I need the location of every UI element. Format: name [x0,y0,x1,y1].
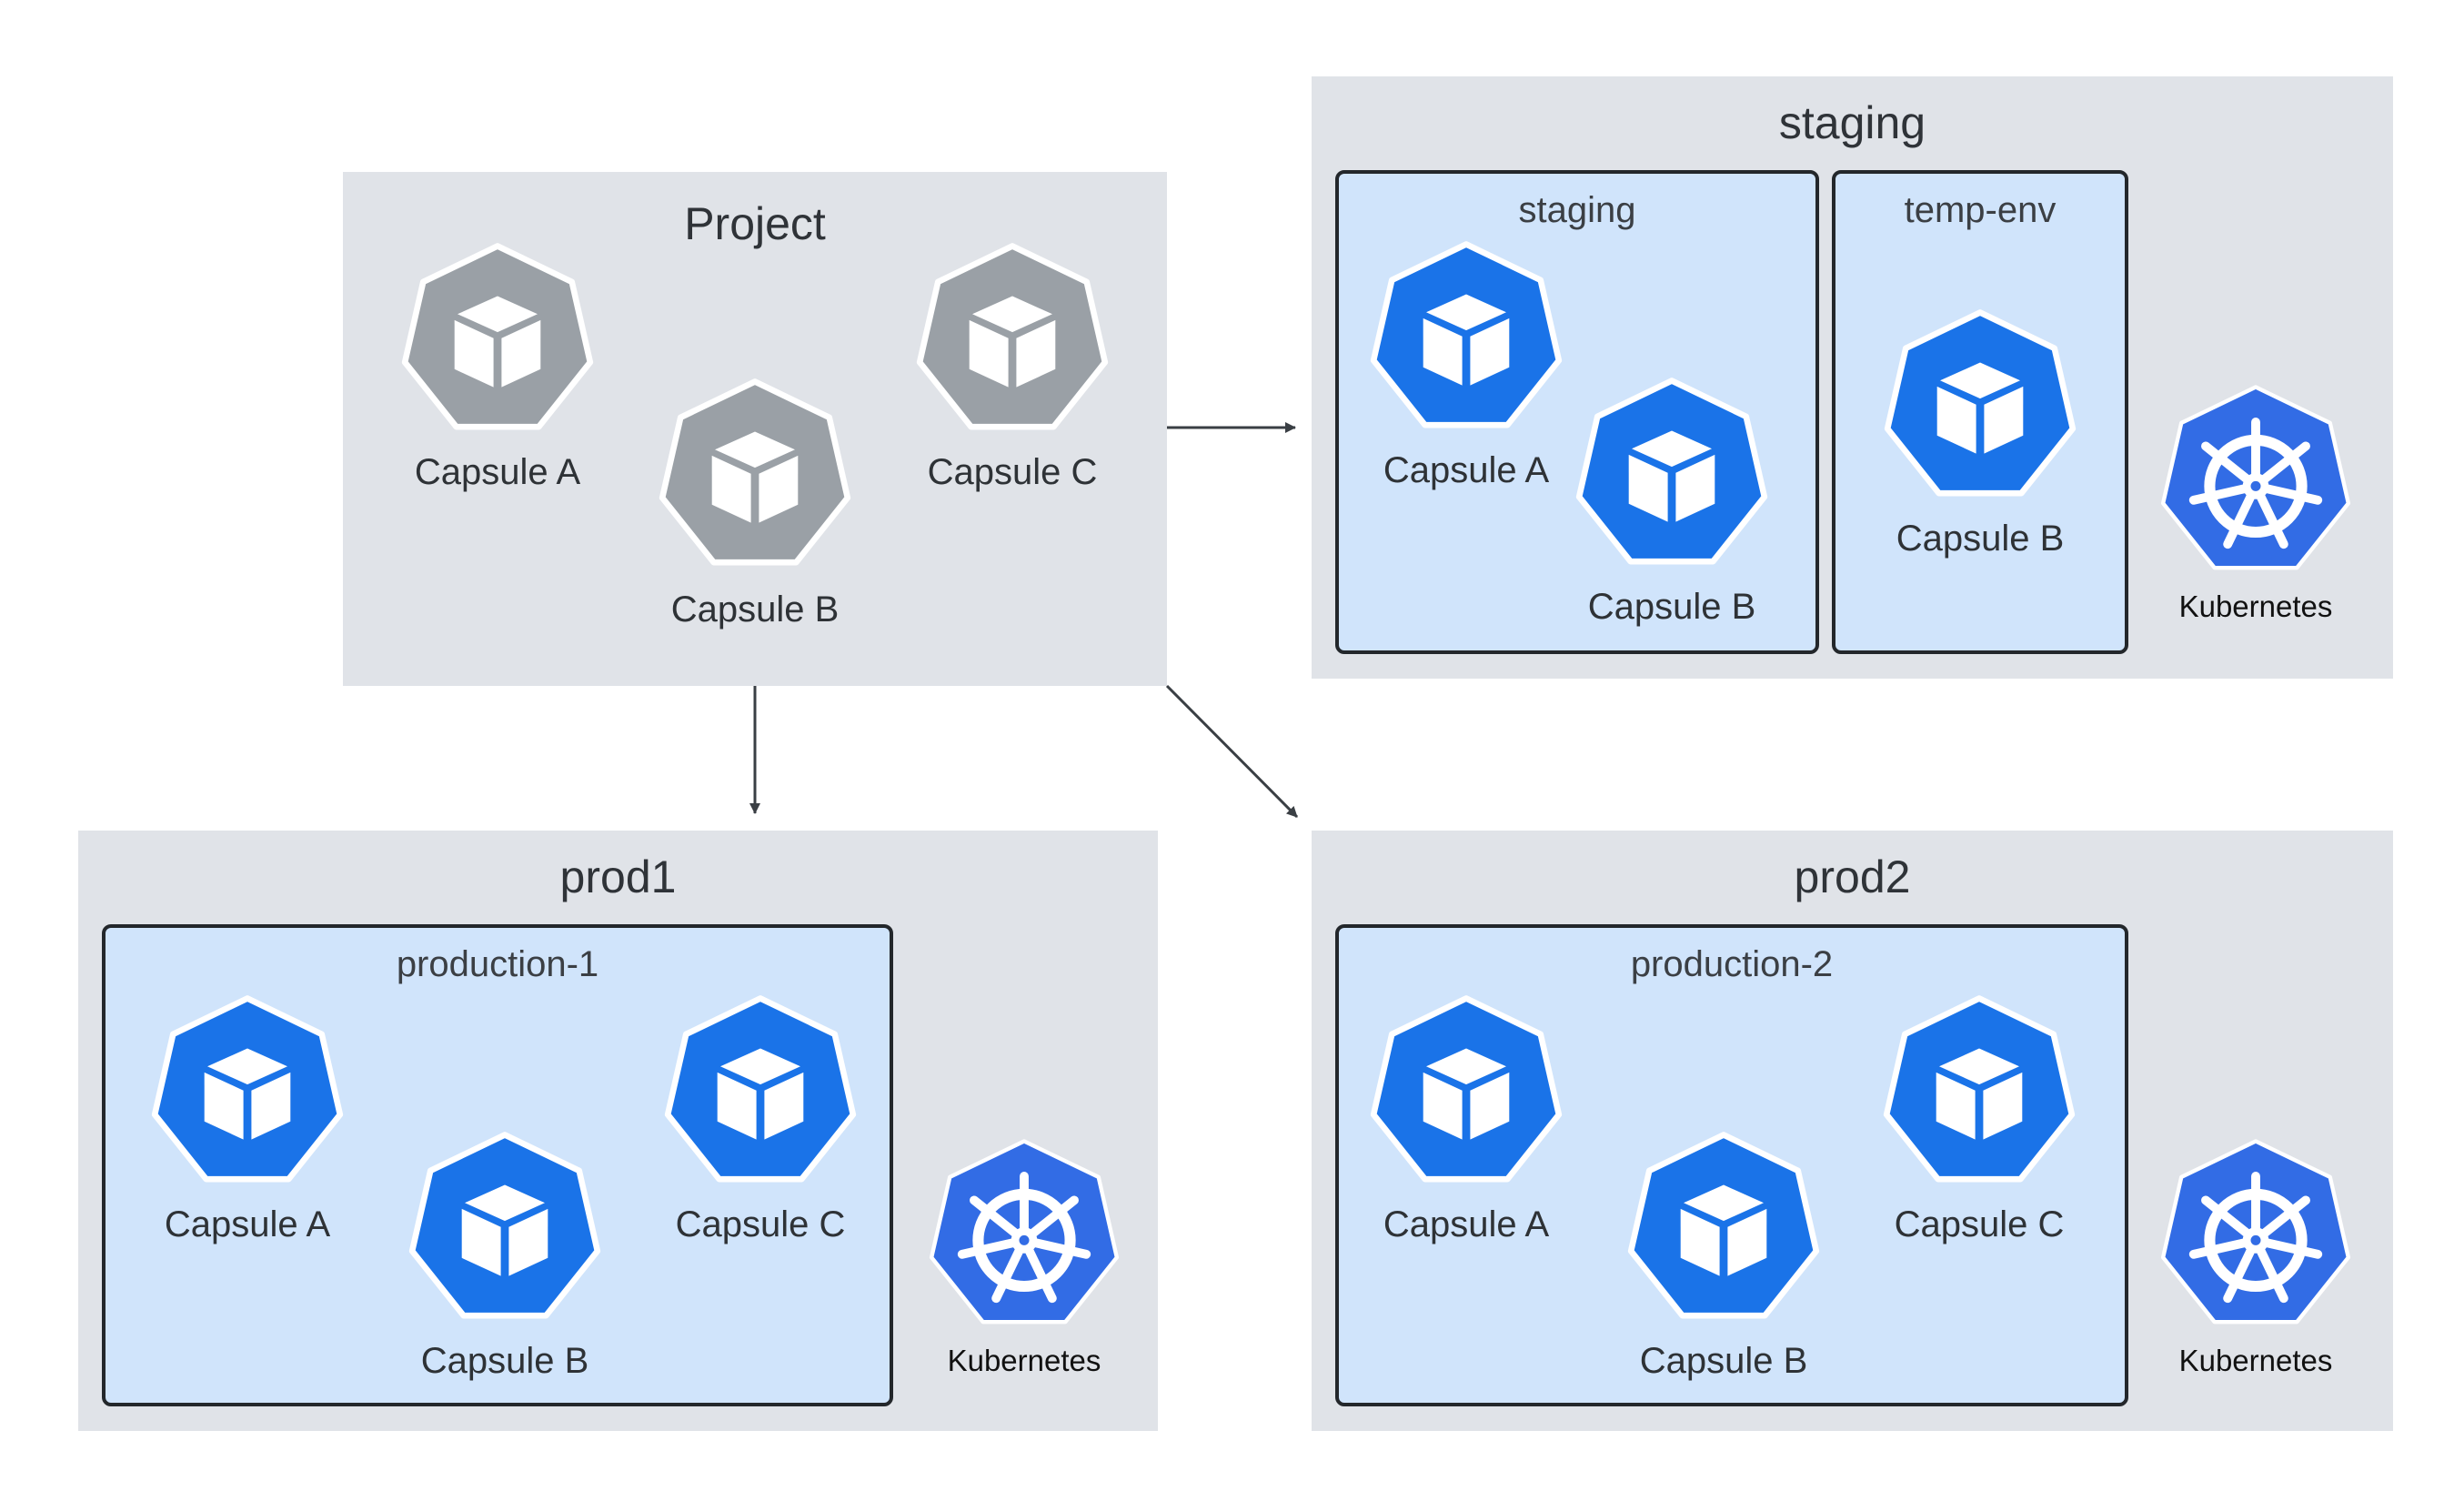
capsule-label: Capsule A [414,452,581,492]
project-capsule-c: Capsule C [903,241,1121,492]
capsule-label: Capsule C [1894,1204,2065,1244]
cube-icon [1366,993,1566,1194]
prod2-kubernetes: Kubernetes [2147,1136,2365,1400]
prod2-capsule-a: Capsule A [1357,993,1575,1244]
prod1-capsule-b: Capsule B [396,1130,614,1381]
staging-env: staging Capsule A Capsule B [1335,170,1819,654]
prod2-capsule-b: Capsule B [1614,1130,1833,1381]
capsule-label: Capsule A [164,1204,331,1244]
cube-icon [660,993,860,1194]
kubernetes-helm-icon [2156,382,2356,582]
capsule-label: Capsule B [1587,587,1756,627]
cube-icon [655,377,855,577]
env-title: production-1 [396,944,599,984]
cube-icon [405,1130,605,1330]
temp-env: temp-env Capsule B [1832,170,2128,654]
kubernetes-helm-icon [2156,1136,2356,1336]
staging-kubernetes: Kubernetes [2147,382,2365,646]
prod2-title: prod2 [1794,851,1911,902]
arrow-project-to-prod2 [1165,684,1299,819]
prod1-title: prod1 [559,851,677,902]
kubernetes-helm-icon [924,1136,1124,1336]
prod2-capsule-c: Capsule C [1870,993,2088,1244]
staging-title: staging [1778,97,1926,148]
production-1-env: production-1 Capsule A Capsule B Capsule… [102,924,893,1406]
production-2-env: production-2 Capsule A Capsule B Capsule… [1335,924,2128,1406]
cube-icon [397,241,598,441]
staging-capsule-b: Capsule B [1563,376,1781,627]
env-title: staging [1518,190,1636,230]
prod1-capsule-a: Capsule A [138,993,357,1244]
staging-panel: staging staging Capsule A Capsule B temp… [1312,76,2393,679]
cube-icon [912,241,1112,441]
cube-icon [1879,993,2079,1194]
temp-env-capsule-b: Capsule B [1871,307,2089,559]
capsule-label: Capsule B [1896,519,2065,559]
prod1-panel: prod1 production-1 Capsule A Capsule B C… [78,831,1158,1431]
cube-icon [1880,307,2080,508]
capsule-label: Capsule A [1383,1204,1550,1244]
prod1-kubernetes: Kubernetes [915,1136,1133,1400]
project-title: Project [684,198,826,249]
capsule-label: Capsule B [670,589,840,630]
staging-capsule-a: Capsule A [1357,239,1575,490]
env-title: production-2 [1630,944,1834,984]
cube-icon [1572,376,1772,576]
project-capsule-b: Capsule B [646,377,864,630]
capsule-label: Capsule C [927,452,1098,492]
cube-icon [1366,239,1566,439]
cube-icon [1624,1130,1824,1330]
platform-label: Kubernetes [947,1344,1101,1377]
prod2-panel: prod2 production-2 Capsule A Capsule B C… [1312,831,2393,1431]
project-panel: Project Capsule A Capsule B Capsule C [343,172,1167,686]
project-capsule-a: Capsule A [388,241,607,492]
capsule-label: Capsule B [420,1341,589,1381]
platform-label: Kubernetes [2178,1344,2333,1377]
platform-label: Kubernetes [2178,589,2333,623]
capsule-label: Capsule C [675,1204,846,1244]
capsule-label: Capsule A [1383,450,1550,490]
env-title: temp-env [1904,190,2057,230]
prod1-capsule-c: Capsule C [651,993,870,1244]
cube-icon [147,993,347,1194]
capsule-label: Capsule B [1639,1341,1808,1381]
